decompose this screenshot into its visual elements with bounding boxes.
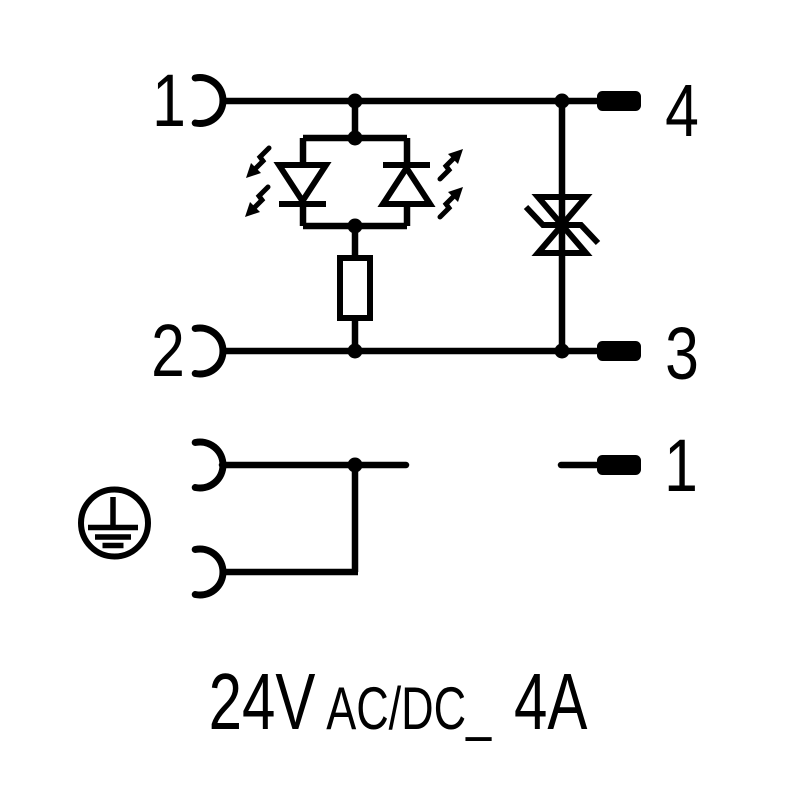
led-pair [273,162,436,207]
suppressor-diode-icon [523,194,601,256]
junction-dot [347,93,363,109]
terminal-4-pad [597,91,641,111]
junction-dot [347,218,363,234]
socket-contact-1-icon [191,74,227,127]
junction-dot [347,343,363,359]
junction-dot [347,130,363,146]
socket-contact-pe-lower-icon [191,545,227,599]
led-right-icon [377,162,436,207]
pin-label-contact-top: 1 [152,60,186,142]
pin-labels: 1 2 4 3 1 [151,60,699,507]
socket-contact-pe-upper-icon [191,438,227,492]
emission-arrow-icon [245,187,268,217]
terminal-pe-pad [597,455,641,475]
emission-arrow-icon [440,149,463,179]
junction-dot [347,457,363,473]
junction-dot [554,343,570,359]
led-left-icon [273,162,332,207]
emission-arrow-icon [440,187,463,217]
terminal-3-pad [597,341,641,361]
emission-arrow-icon [246,148,269,178]
junction-dot [554,93,570,109]
rating-voltage: 24V [209,657,316,746]
protective-earth-icon [78,486,151,560]
rating-supply-type: AC/DC_ [326,676,492,743]
rating-caption: 24V AC/DC_ 4A [209,657,589,746]
junction-dots [347,93,570,473]
resistor-icon [337,255,373,321]
pin-label-terminal-pe: 1 [664,425,698,507]
rating-current: 4A [514,657,588,746]
pin-label-terminal-top: 4 [665,70,699,152]
socket-contact-2-icon [191,324,227,378]
pin-label-contact-bottom: 2 [151,310,185,392]
socket-contacts [191,74,227,599]
pin-label-terminal-bottom: 3 [665,313,699,395]
terminal-pads [597,91,641,475]
